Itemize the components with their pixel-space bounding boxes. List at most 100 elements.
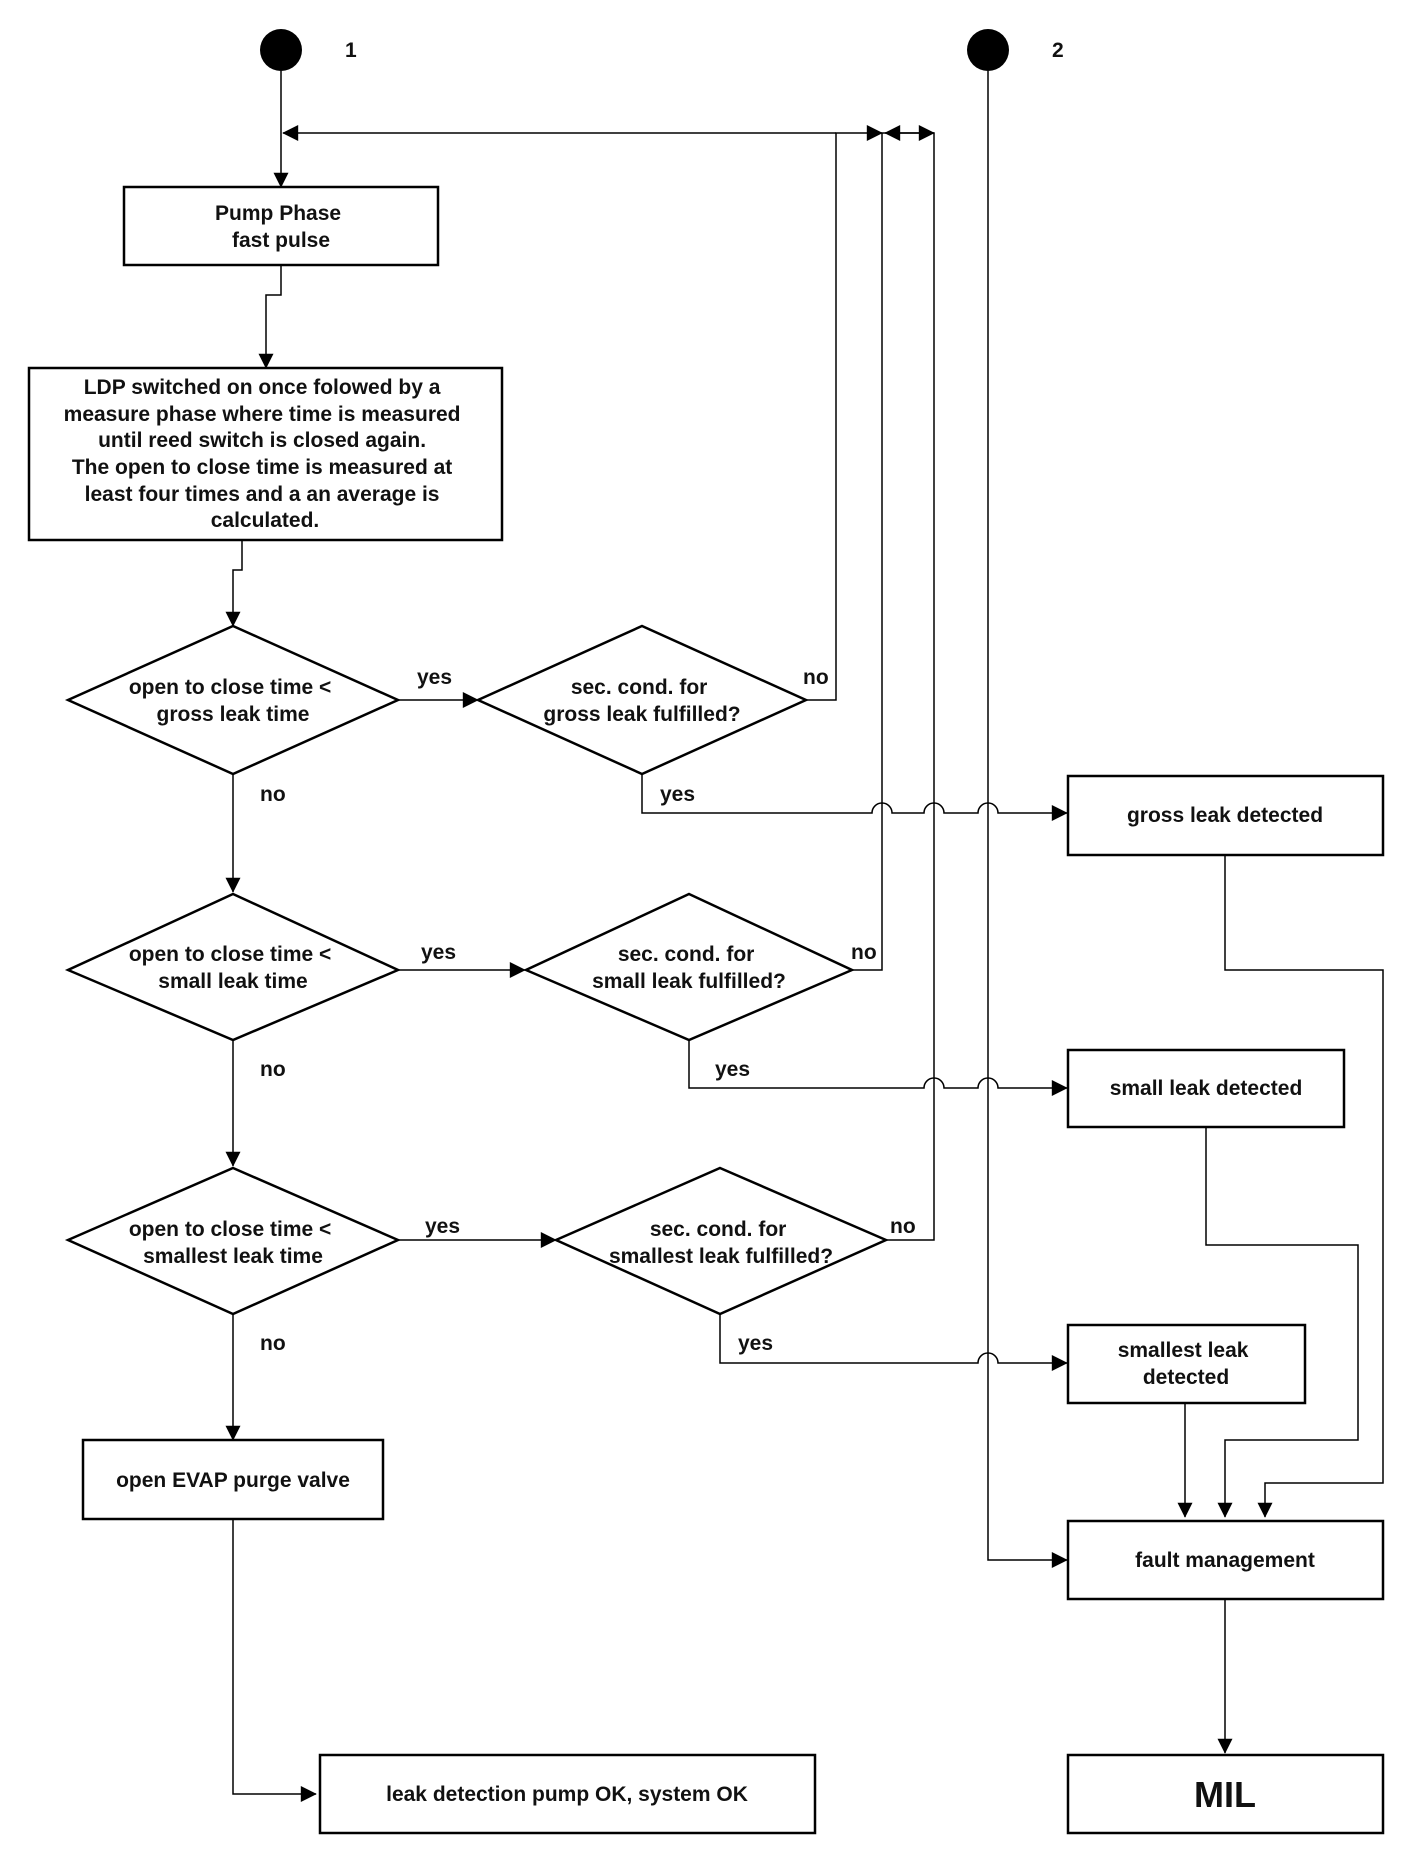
box-pump-phase-line: fast pulse	[232, 229, 330, 252]
box-ldp-measure-line: until reed switch is closed again.	[98, 429, 426, 452]
connector-1-label: 1	[345, 39, 357, 62]
box-gross-detected-frame	[1066, 774, 1385, 857]
box-ldp-measure-line: The open to close time is measured at	[72, 456, 452, 479]
decision-smallest-time-line: smallest leak time	[143, 1245, 323, 1268]
decision-smallest-secondary-line: smallest leak fulfilled?	[609, 1245, 833, 1268]
decision-gross-time-text: open to close time < gross leak time	[129, 676, 337, 726]
decision-small-time: open to close time < small leak time	[64, 892, 402, 1042]
box-pump-phase-frame	[122, 185, 440, 267]
box-small-detected-frame	[1066, 1048, 1346, 1129]
box-ldp-measure-line: measure phase where time is measured	[64, 403, 461, 426]
box-system-ok-text: leak detection pump OK, system OK	[386, 1783, 748, 1806]
connector-1: 1	[260, 29, 357, 71]
decision-gross-secondary-line: gross leak fulfilled?	[543, 703, 740, 726]
box-smallest-detected-line: smallest leak	[1118, 1339, 1249, 1362]
decision-smallest-time-line: open to close time <	[129, 1218, 331, 1241]
edge-gross-detected-to-fault	[1224, 855, 1384, 1518]
decision-gross-secondary: sec. cond. for gross leak fulfilled?	[474, 624, 810, 776]
connection-lines	[225, 71, 1384, 1802]
decision-small-time-text: open to close time < small leak time	[129, 943, 337, 993]
box-small-detected-text: small leak detected	[1110, 1077, 1303, 1100]
box-smallest-detected-line: detected	[1143, 1366, 1229, 1389]
edge-smallest-secondary-no	[884, 125, 935, 1241]
decision-small-secondary-line: small leak fulfilled?	[592, 970, 786, 993]
label-smallest-secondary-yes: yes	[738, 1332, 773, 1355]
label-gross-yes: yes	[417, 666, 452, 689]
edge-evap-to-ok	[232, 1519, 317, 1802]
connector-2-dot	[967, 29, 1009, 71]
decision-gross-secondary-line: sec. cond. for	[571, 676, 708, 699]
label-smallest-secondary-no: no	[890, 1215, 916, 1238]
edge-labels: yes no no yes yes no no yes yes no no ye…	[260, 666, 916, 1355]
label-smallest-yes: yes	[425, 1215, 460, 1238]
box-open-evap-text: open EVAP purge valve	[116, 1469, 350, 1492]
edge-measure-to-gross	[225, 540, 243, 627]
edge-pump-to-measure	[258, 265, 282, 369]
label-gross-no: no	[260, 783, 286, 806]
decision-smallest-time-shape	[64, 1166, 402, 1316]
decision-small-time-line: open to close time <	[129, 943, 331, 966]
decision-smallest-secondary-text: sec. cond. for smallest leak fulfilled?	[609, 1218, 833, 1268]
connector-1-dot	[260, 29, 302, 71]
box-system-ok-frame	[318, 1753, 817, 1835]
box-ldp-measure-frame	[27, 366, 504, 542]
box-system-ok: leak detection pump OK, system OK	[318, 1753, 817, 1835]
connector-2: 2	[967, 29, 1064, 71]
decision-gross-time-line: open to close time <	[129, 676, 331, 699]
label-small-yes: yes	[421, 941, 456, 964]
box-mil-frame	[1066, 1753, 1385, 1835]
edge-small-detected-to-fault	[1205, 1127, 1359, 1518]
decision-smallest-time-text: open to close time < smallest leak time	[129, 1218, 337, 1268]
box-small-detected: small leak detected	[1066, 1048, 1346, 1129]
label-smallest-no: no	[260, 1332, 286, 1355]
box-gross-detected-text: gross leak detected	[1127, 804, 1323, 827]
edge-small-secondary-yes	[688, 1040, 1068, 1096]
decision-smallest-time: open to close time < smallest leak time	[64, 1166, 402, 1316]
box-open-evap-frame	[81, 1438, 385, 1521]
edge-small-secondary-no	[852, 125, 935, 971]
decision-smallest-secondary-line: sec. cond. for	[650, 1218, 787, 1241]
box-pump-phase-line: Pump Phase	[215, 202, 341, 225]
decision-smallest-secondary: sec. cond. for smallest leak fulfilled?	[552, 1166, 890, 1316]
box-fault-management-frame	[1066, 1519, 1385, 1601]
edge-gross-secondary-yes	[641, 774, 1068, 821]
edge-connector2-to-fault	[987, 71, 1068, 1568]
decision-small-secondary-line: sec. cond. for	[618, 943, 755, 966]
decision-small-secondary-shape	[522, 892, 856, 1042]
decision-small-secondary: sec. cond. for small leak fulfilled?	[522, 892, 856, 1042]
label-small-secondary-no: no	[851, 941, 877, 964]
box-pump-phase-text: Pump Phase fast pulse	[215, 202, 347, 252]
decision-gross-time-shape	[64, 624, 402, 776]
box-ldp-measure-line: least four times and a an average is	[85, 483, 440, 506]
box-mil: MIL	[1066, 1753, 1385, 1835]
box-gross-detected: gross leak detected	[1066, 774, 1385, 857]
box-smallest-detected-frame	[1066, 1323, 1307, 1405]
decision-gross-secondary-text: sec. cond. for gross leak fulfilled?	[543, 676, 740, 726]
box-open-evap: open EVAP purge valve	[81, 1438, 385, 1521]
edge-smallest-secondary-yes	[719, 1314, 1068, 1371]
box-ldp-measure-line: LDP switched on once folowed by a	[84, 376, 441, 399]
decision-small-time-line: small leak time	[158, 970, 307, 993]
label-small-secondary-yes: yes	[715, 1058, 750, 1081]
box-fault-management: fault management	[1066, 1519, 1385, 1601]
box-smallest-detected: smallest leak detected	[1066, 1323, 1307, 1405]
box-pump-phase: Pump Phase fast pulse	[122, 185, 440, 267]
box-ldp-measure: LDP switched on once folowed by a measur…	[27, 366, 504, 542]
box-mil-text: MIL	[1194, 1774, 1256, 1815]
decision-small-time-shape	[64, 892, 402, 1042]
box-smallest-detected-text: smallest leak detected	[1118, 1339, 1255, 1389]
decision-gross-time: open to close time < gross leak time	[64, 624, 402, 776]
edge-gross-secondary-no	[806, 125, 883, 701]
box-ldp-measure-text: LDP switched on once folowed by a measur…	[64, 376, 467, 532]
label-gross-secondary-no: no	[803, 666, 829, 689]
decision-small-secondary-text: sec. cond. for small leak fulfilled?	[592, 943, 786, 993]
label-gross-secondary-yes: yes	[660, 783, 695, 806]
connector-2-label: 2	[1052, 39, 1064, 62]
decision-gross-secondary-shape	[474, 624, 810, 776]
box-fault-management-text: fault management	[1135, 1549, 1315, 1572]
decision-gross-time-line: gross leak time	[157, 703, 310, 726]
box-ldp-measure-line: calculated.	[211, 509, 320, 532]
label-small-no: no	[260, 1058, 286, 1081]
decision-smallest-secondary-shape	[552, 1166, 890, 1316]
